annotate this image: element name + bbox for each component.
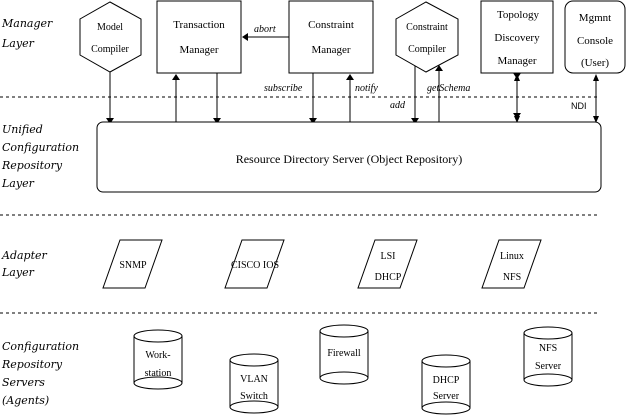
ndi-arrowhead-down xyxy=(593,116,599,123)
cylinder-top xyxy=(523,326,573,340)
layer-label-line: Unified xyxy=(2,123,43,136)
cylinder-top xyxy=(319,324,369,338)
cylinder-bottom-back xyxy=(523,373,573,381)
abort-edge-label: abort xyxy=(254,24,276,35)
cylinder-body xyxy=(523,333,573,387)
topology-discovery-manager-node[interactable]: Topology Discovery Manager xyxy=(480,0,554,74)
layer-label-line: Configuration xyxy=(2,141,79,154)
ndi-edge-label: NDI xyxy=(571,101,587,111)
node-label: Mgmnt xyxy=(579,12,611,24)
layer-label-line: Layer xyxy=(1,177,35,190)
node-label: NFS xyxy=(539,343,557,354)
cylinder-top xyxy=(229,353,279,367)
layer-label-line: Layer xyxy=(1,266,35,279)
node-label: Constraint xyxy=(308,19,354,31)
cylinder-top xyxy=(133,329,183,343)
hexagon-shape xyxy=(79,1,142,73)
node-label: NFS xyxy=(503,272,521,283)
adapter-lsi-dhcp-node[interactable]: LSI DHCP xyxy=(357,239,418,289)
adapter-cisco-ios-node[interactable]: CISCO IOS xyxy=(224,239,285,289)
cylinder-body xyxy=(421,361,471,415)
constraint-manager-node[interactable]: Constraint Manager xyxy=(288,0,374,74)
node-label: DHCP xyxy=(433,375,460,386)
constraint-compiler-node[interactable]: Constraint Compiler xyxy=(395,1,459,73)
model-compiler-node[interactable]: Model Compiler xyxy=(79,1,142,73)
node-label: Constraint xyxy=(406,22,448,33)
server-firewall-node[interactable]: Firewall xyxy=(319,324,369,385)
resource-directory-server-node[interactable]: Resource Directory Server (Object Reposi… xyxy=(96,121,602,193)
topology-arrowhead-up xyxy=(514,74,520,81)
box-shape xyxy=(288,0,374,74)
layer-label-manager: Manager Layer xyxy=(1,17,53,50)
node-label: Firewall xyxy=(327,348,361,359)
node-label: Topology xyxy=(497,9,540,21)
add-edge-label: add xyxy=(390,100,406,111)
cylinder-bottom-back xyxy=(319,371,369,379)
getschema-edge-label: getSchema xyxy=(427,83,470,94)
layer-label-servers: Configuration Repository Servers (Agents… xyxy=(1,340,79,407)
cylinder-bottom-back xyxy=(229,400,279,408)
adapter-linux-nfs-node[interactable]: Linux NFS xyxy=(481,239,542,289)
node-label: Compiler xyxy=(408,44,446,55)
server-dhcp-node[interactable]: DHCP Server xyxy=(421,354,471,415)
node-label: Server xyxy=(535,361,562,372)
cylinder-bottom-back xyxy=(421,401,471,409)
parallelogram-shape xyxy=(224,239,285,289)
layer-label-repository: Unified Configuration Repository Layer xyxy=(1,123,79,190)
cylinder-top xyxy=(421,354,471,368)
cylinder-body xyxy=(319,331,369,385)
parallelogram-shape xyxy=(102,239,163,289)
layer-label-line: Configuration xyxy=(2,340,79,353)
cylinder-bottom-back xyxy=(133,376,183,384)
mgmt-console-node[interactable]: Mgmnt Console (User) xyxy=(564,0,626,74)
node-label: Linux xyxy=(500,251,524,262)
node-label: DHCP xyxy=(375,272,402,283)
layer-label-line: Manager xyxy=(1,17,53,30)
node-label: Transaction xyxy=(173,19,225,31)
node-label: Manager xyxy=(311,44,350,56)
topology-arrowhead-down xyxy=(514,116,520,123)
server-vlan-switch-node[interactable]: VLAN Switch xyxy=(229,353,279,414)
layer-label-line: Servers xyxy=(2,376,45,389)
notify-edge-label: notify xyxy=(355,83,378,94)
node-label: (User) xyxy=(581,57,609,69)
parallelogram-shape xyxy=(481,239,542,289)
transaction-manager-node[interactable]: Transaction Manager xyxy=(156,0,242,74)
server-nfs-node[interactable]: NFS Server xyxy=(523,326,573,387)
node-label: Manager xyxy=(497,55,536,67)
layer-label-adapter: Adapter Layer xyxy=(1,249,48,279)
rounded-box-shape xyxy=(96,121,602,193)
subscribe-edge-label: subscribe xyxy=(264,83,303,94)
parallelogram-shape xyxy=(357,239,418,289)
node-label: Model xyxy=(97,22,123,33)
node-label: Switch xyxy=(240,391,268,402)
node-label: Console xyxy=(577,35,613,47)
node-label: Resource Directory Server (Object Reposi… xyxy=(236,152,463,166)
node-label: Compiler xyxy=(91,44,129,55)
box-shape xyxy=(156,0,242,74)
node-label: SNMP xyxy=(119,260,147,271)
node-label: LSI xyxy=(381,251,396,262)
node-label: station xyxy=(145,368,172,379)
cylinder-body xyxy=(133,336,183,390)
rounded-box-shape xyxy=(564,0,626,74)
node-label: CISCO IOS xyxy=(231,260,279,271)
layer-label-line: Repository xyxy=(1,159,63,172)
layer-label-line: (Agents) xyxy=(2,394,49,407)
server-workstation-node[interactable]: Work- station xyxy=(133,329,183,390)
node-label: VLAN xyxy=(240,374,268,385)
layer-label-line: Layer xyxy=(1,37,35,50)
node-label: Discovery xyxy=(494,32,540,44)
ndi-arrowhead-up xyxy=(593,74,599,81)
layer-label-line: Adapter xyxy=(1,249,48,262)
layer-label-line: Repository xyxy=(1,358,63,371)
node-label: Work- xyxy=(145,350,170,361)
cylinder-body xyxy=(229,360,279,414)
node-label: Manager xyxy=(179,44,218,56)
adapter-snmp-node[interactable]: SNMP xyxy=(102,239,163,289)
hexagon-shape xyxy=(395,1,459,73)
node-label: Server xyxy=(433,391,460,402)
